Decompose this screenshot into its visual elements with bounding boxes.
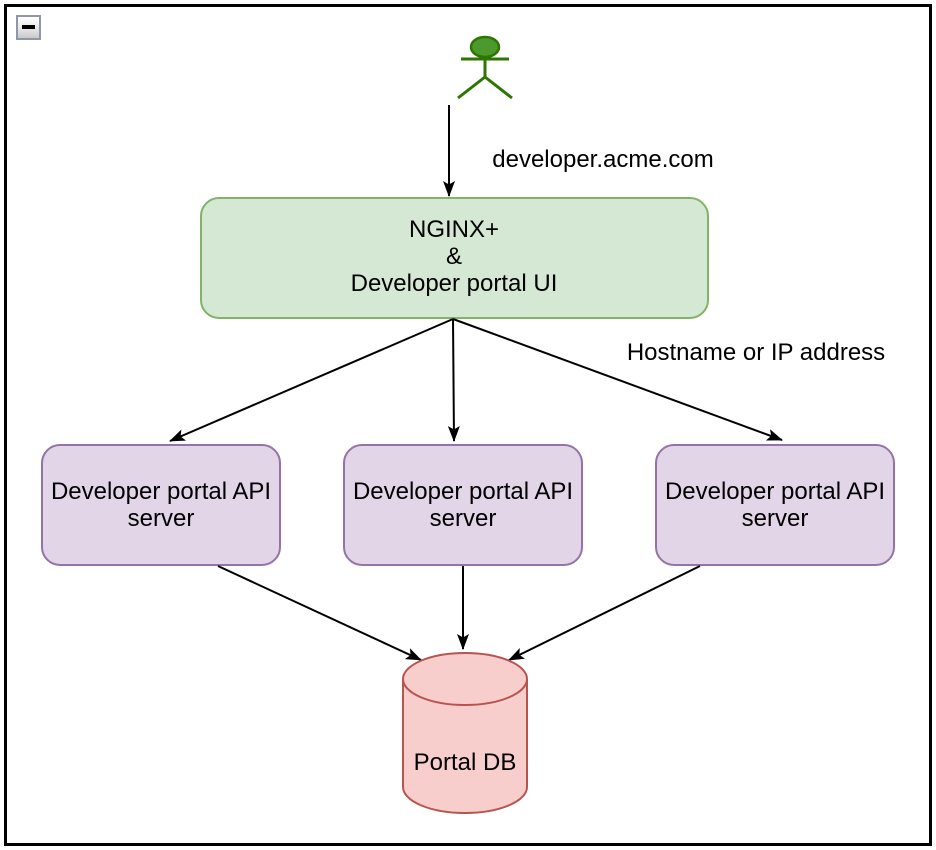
nginx-label-line3: Developer portal UI — [351, 270, 558, 297]
nginx-label-line2: & — [446, 243, 462, 270]
edge-nginx-to-api-1[interactable] — [169, 318, 454, 442]
nginx-label-line1: NGINX+ — [409, 216, 499, 243]
edge-nginx-to-api-3[interactable] — [452, 318, 783, 441]
api-server-2-shape[interactable] — [343, 444, 583, 566]
api-server-3-label-line1: Developer portal API — [665, 478, 885, 505]
node-portal-db[interactable]: Portal DB — [402, 652, 528, 814]
actor-left-leg — [457, 75, 486, 100]
user-actor-icon[interactable] — [457, 35, 513, 100]
collapse-button[interactable] — [16, 15, 41, 40]
nginx-node-shape[interactable] — [200, 197, 709, 319]
edge-label-developer-url: developer.acme.com — [492, 146, 713, 173]
edge-api1-to-db[interactable] — [217, 565, 422, 661]
api-server-2-label-line2: server — [430, 505, 497, 532]
node-api-server-1[interactable]: Developer portal API server — [41, 444, 281, 566]
portal-db-label: Portal DB — [414, 749, 517, 776]
minus-icon — [22, 25, 35, 29]
edge-nginx-to-api-2[interactable] — [447, 318, 460, 442]
actor-head — [469, 35, 501, 59]
actor-right-leg — [484, 75, 513, 100]
api-server-2-label-line1: Developer portal API — [353, 478, 573, 505]
node-api-server-2[interactable]: Developer portal API server — [343, 444, 583, 566]
api-server-1-shape[interactable] — [41, 444, 281, 566]
node-nginx-portal-ui[interactable]: NGINX+ & Developer portal UI — [200, 197, 709, 319]
api-server-3-label-line2: server — [742, 505, 809, 532]
db-cylinder-rim — [402, 678, 528, 706]
api-server-1-label-line1: Developer portal API — [51, 478, 271, 505]
db-cylinder-body[interactable] — [402, 652, 528, 814]
edge-api3-to-db[interactable] — [508, 565, 701, 661]
edge-label-hostname: Hostname or IP address — [627, 339, 885, 366]
api-server-1-label-line2: server — [128, 505, 195, 532]
api-server-3-shape[interactable] — [655, 444, 895, 566]
node-api-server-3[interactable]: Developer portal API server — [655, 444, 895, 566]
